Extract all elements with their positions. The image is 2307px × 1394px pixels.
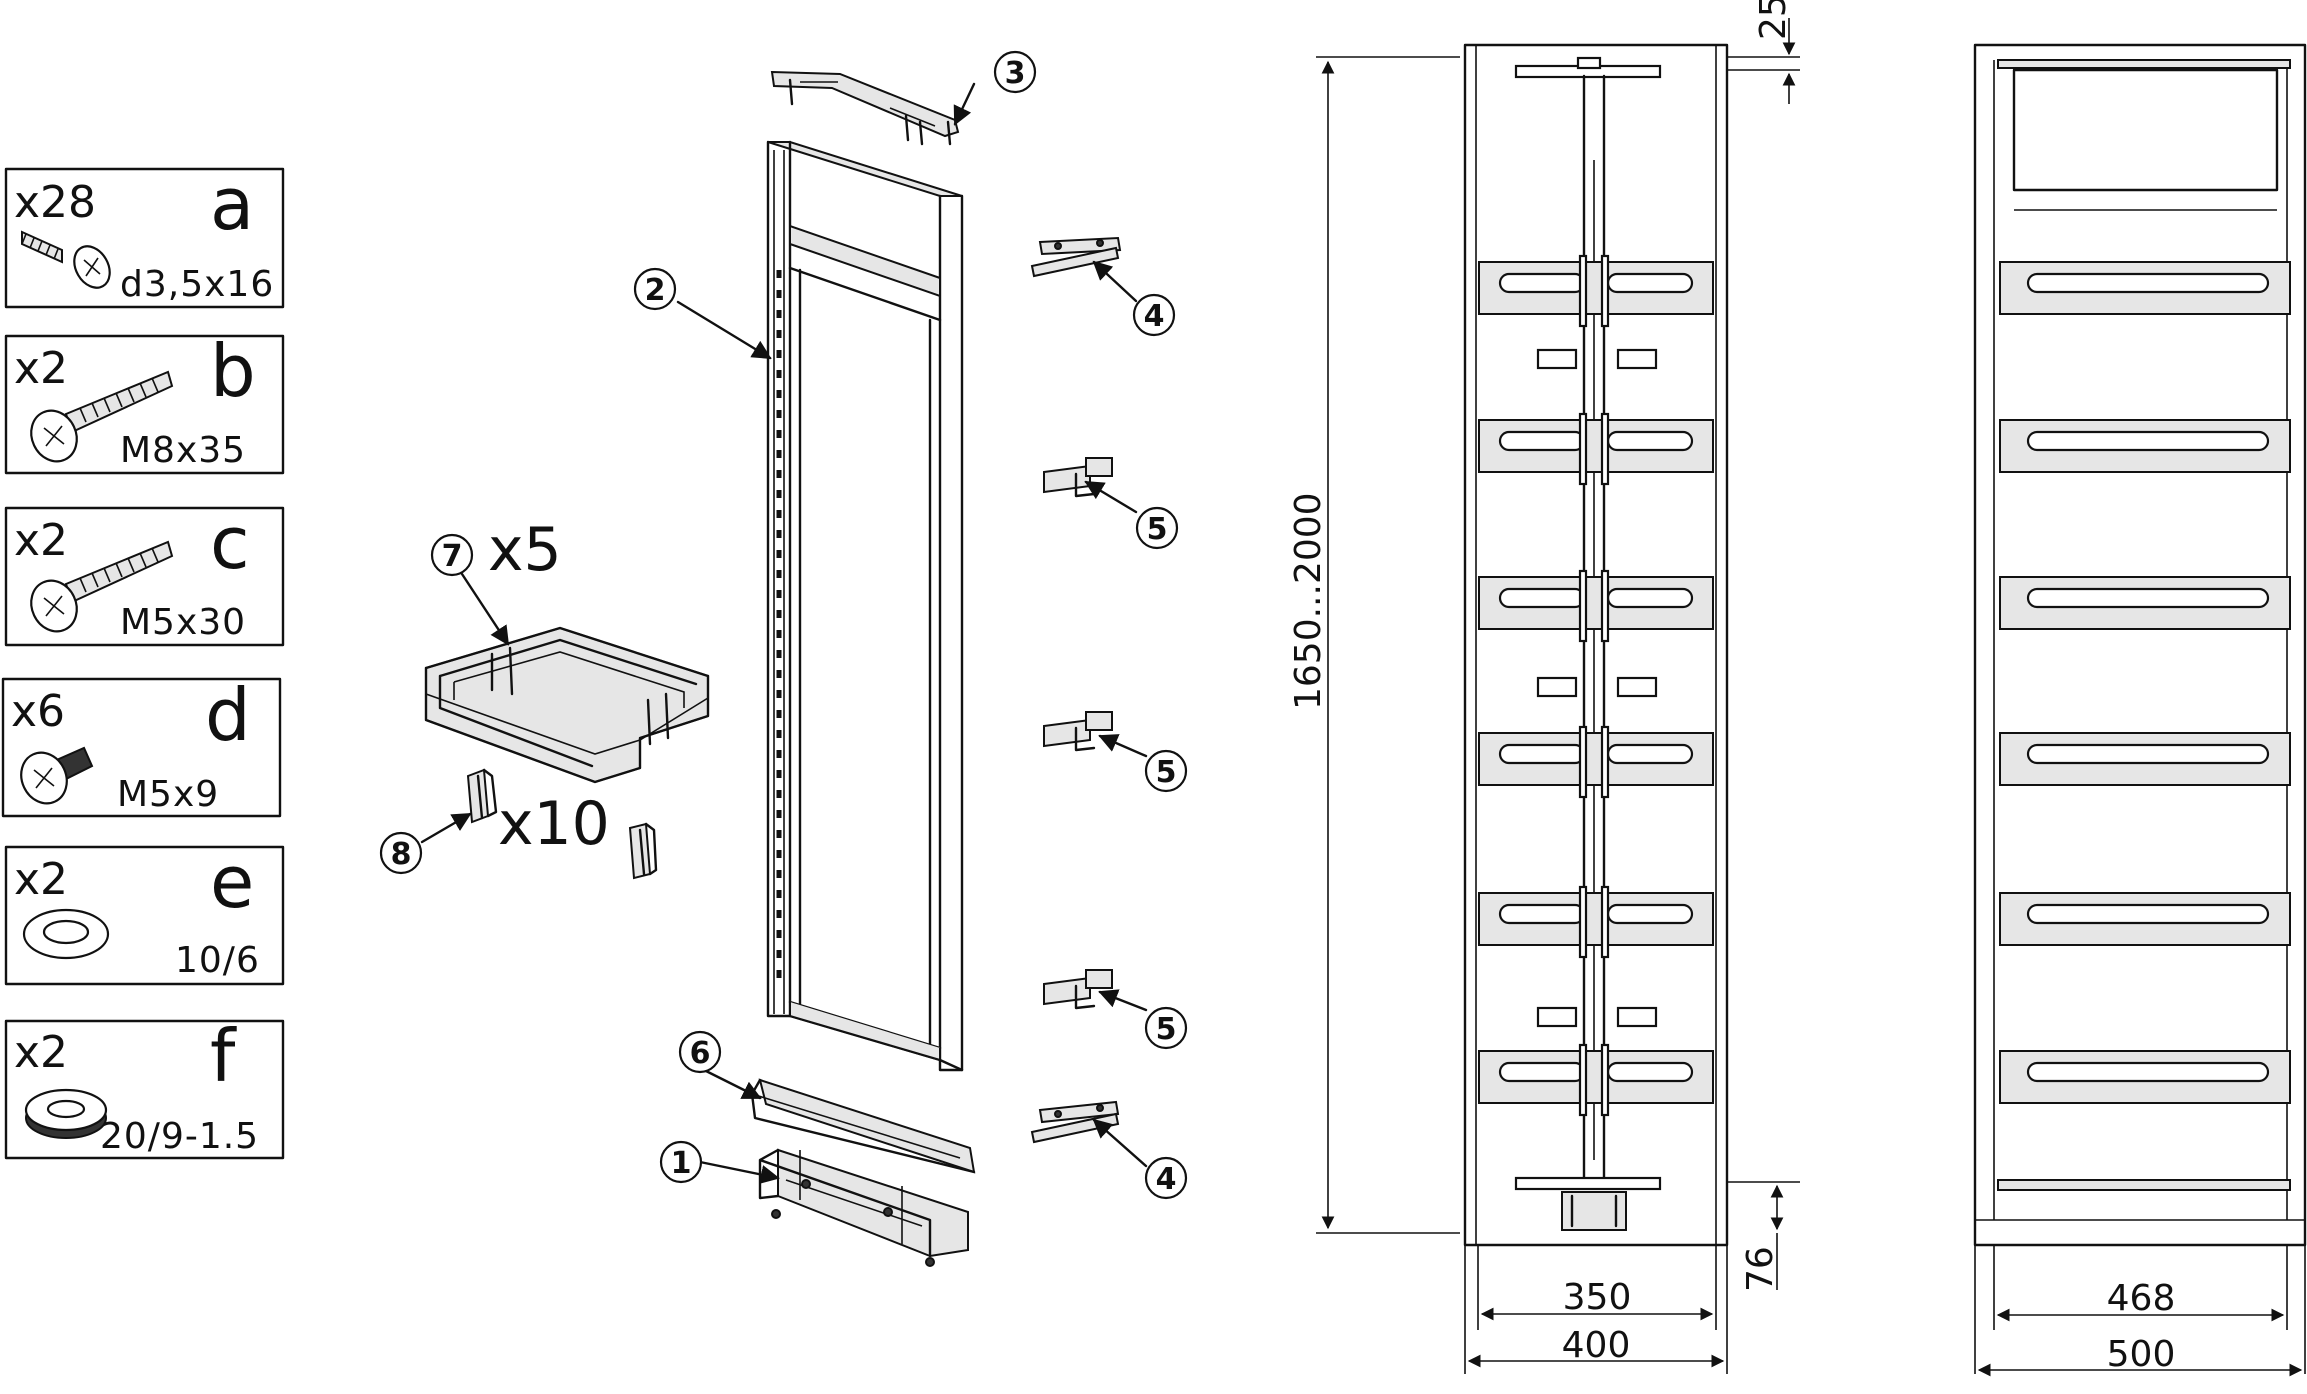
outer-width-side-label: 500 [2107,1334,2176,1375]
machine-bolt-icon [30,540,174,633]
base-part [758,1148,969,1267]
bracket-part-upper [1030,236,1122,278]
hardware-letter: c [210,501,250,585]
svg-text:4: 4 [1156,1162,1177,1197]
hardware-qty: x2 [14,854,68,905]
hardware-size: d3,5x16 [120,264,274,305]
inner-width-side-label: 468 [2107,1278,2176,1319]
svg-text:2: 2 [645,273,666,308]
top-rail-part [770,70,960,146]
short-bolt-icon [20,746,94,805]
hardware-box-f: x2 f 20/9-1.5 [4,1014,285,1160]
side-view-dimensions: 468 500 [1974,1245,2306,1377]
callout-1: 1 [659,1140,703,1184]
svg-text:5: 5 [1147,512,1168,547]
bracket-part-mid-1 [1043,457,1113,498]
machine-bolt-icon [30,370,174,463]
callout-5-second: 5 [1144,749,1188,793]
hardware-size: 10/6 [175,940,260,981]
side-basket [1999,576,2291,630]
hardware-qty: x2 [14,1027,68,1078]
top-offset-label: 25 [1753,0,1794,40]
hardware-size: M5x30 [120,602,246,643]
basket-part [424,626,710,784]
callout-7: 7 [430,533,474,577]
hardware-qty: x2 [14,343,68,394]
front-basket [1478,885,1714,959]
callout-5-third: 5 [1144,1006,1188,1050]
side-basket-stack [1999,261,2291,1104]
side-view [1973,43,2307,1247]
thick-washer-icon [24,1088,108,1139]
hardware-qty: x6 [11,686,65,737]
hardware-size: M8x35 [120,430,246,471]
exploded-view: 3 2 4 5 5 5 4 6 [379,50,1188,1267]
hardware-letter: f [210,1014,237,1098]
side-basket [1999,732,2291,786]
callout-5-first: 5 [1135,506,1179,550]
front-view [1463,43,1729,1247]
front-basket [1478,569,1714,643]
hardware-qty: x2 [14,515,68,566]
front-basket [1478,254,1714,328]
svg-text:4: 4 [1144,299,1165,334]
hardware-letter: e [210,840,254,924]
wood-screw-icon [21,230,111,289]
bottom-offset-label: 76 [1740,1246,1781,1292]
clip-multiplier: x10 [498,789,610,859]
side-basket [1999,261,2291,315]
svg-text:5: 5 [1156,1012,1177,1047]
hardware-box-d: x6 d M5x9 [1,673,282,818]
hardware-box-e: x2 e 10/6 [4,840,285,986]
hardware-box-c: x2 c M5x30 [4,501,285,647]
hardware-legend: x28 a d3,5x16 x2 b M8x35 [1,162,285,1160]
height-range-label: 1650...2000 [1288,492,1329,710]
hardware-box-b: x2 b M8x35 [4,329,285,475]
front-basket [1478,412,1714,486]
svg-text:6: 6 [690,1036,711,1071]
side-basket [1999,892,2291,946]
side-basket [1999,419,2291,473]
bracket-part-mid-2 [1043,711,1113,752]
svg-text:3: 3 [1005,56,1026,91]
svg-text:5: 5 [1156,755,1177,790]
hardware-letter: d [205,673,251,757]
svg-text:7: 7 [442,539,463,574]
callout-4-upper: 4 [1132,293,1176,337]
bracket-part-mid-3 [1043,969,1113,1010]
side-basket [1999,1050,2291,1104]
hardware-box-a: x28 a d3,5x16 [4,162,285,309]
inner-width-front-label: 350 [1563,1277,1632,1318]
frame-part [766,140,964,1072]
clip-part [466,768,658,880]
svg-text:1: 1 [671,1146,692,1181]
outer-width-front-label: 400 [1562,1325,1631,1366]
callout-3: 3 [993,50,1037,94]
front-view-dimensions: 1650...2000 25 76 350 400 [1288,0,1800,1374]
svg-text:8: 8 [391,837,412,872]
front-bracket-plates [1536,348,1658,1028]
hardware-letter: b [210,329,256,413]
hardware-qty: x28 [14,177,96,228]
front-basket [1478,1043,1714,1117]
washer-icon [22,908,110,960]
basket-multiplier: x5 [488,515,562,585]
hardware-size: M5x9 [117,774,219,815]
callout-6: 6 [678,1030,722,1074]
hardware-letter: a [210,162,254,246]
callout-4-lower: 4 [1144,1156,1188,1200]
front-basket-stack [1478,254,1714,1117]
bracket-part-lower [1030,1100,1120,1144]
leader-lines [420,82,1148,1184]
callout-2: 2 [633,267,677,311]
front-basket [1478,725,1714,799]
hardware-size: 20/9-1.5 [100,1116,259,1157]
callout-8: 8 [379,831,423,875]
